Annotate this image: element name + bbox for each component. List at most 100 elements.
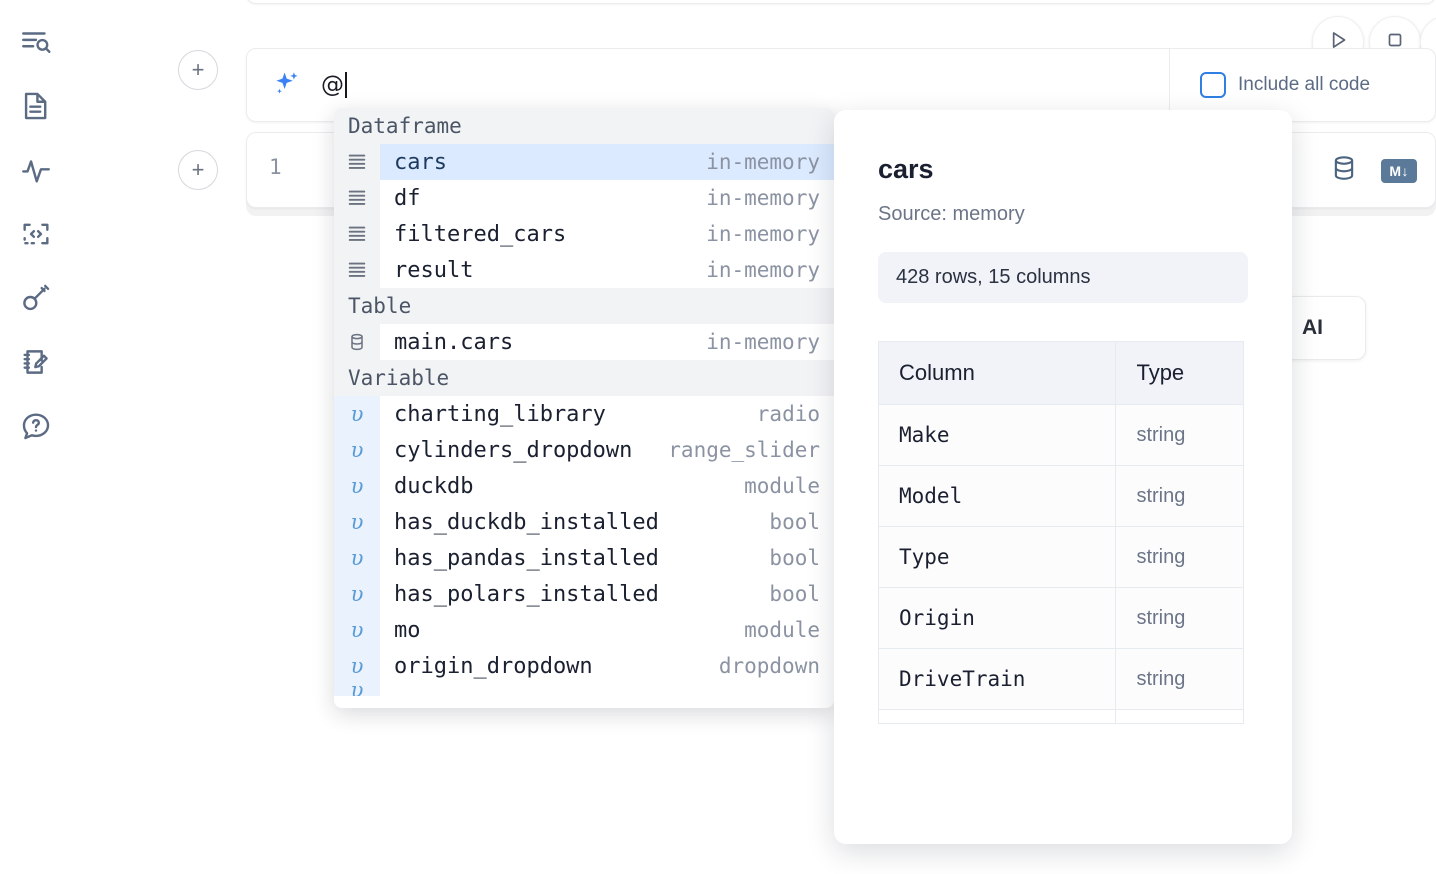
autocomplete-item-cylinders-dropdown[interactable]: υ cylinders_dropdown range_slider	[334, 432, 834, 468]
ai-prompt-value: @	[321, 72, 344, 98]
scratchpad-edit-icon	[19, 345, 53, 379]
cell-column-type: string	[1115, 648, 1244, 710]
key-secrets-icon	[19, 281, 53, 315]
autocomplete-item-mo[interactable]: υ mo module	[334, 612, 834, 648]
table-row: DriveTrain string	[877, 648, 1244, 710]
variable-icon: υ	[334, 648, 380, 684]
cell-partial	[877, 709, 1117, 724]
autocomplete-item-has-pandas-installed[interactable]: υ has_pandas_installed bool	[334, 540, 834, 576]
ai-prompt-input[interactable]: @	[321, 72, 347, 98]
table-row: Type string	[877, 526, 1244, 588]
variable-icon: υ	[334, 396, 380, 432]
variable-icon: υ	[334, 468, 380, 504]
file-document-icon	[19, 89, 53, 123]
autocomplete-item-label: has_pandas_installed	[394, 545, 659, 571]
include-all-code-area: Include all code	[1169, 49, 1435, 121]
ai-prompt-input-area[interactable]: @	[247, 49, 1169, 121]
preview-schema-table: Column Type Make string Model string Typ…	[877, 341, 1244, 724]
autocomplete-item-label: main.cars	[394, 329, 514, 355]
sidebar-rail	[0, 0, 72, 874]
sidebar-item-scratchpad[interactable]	[12, 338, 60, 386]
autocomplete-item-has-polars-installed[interactable]: υ has_polars_installed bool	[334, 576, 834, 612]
table-row: Make string	[877, 404, 1244, 466]
outline-search-icon	[19, 25, 53, 59]
autocomplete-item-charting-library[interactable]: υ charting_library radio	[334, 396, 834, 432]
autocomplete-item-filtered-cars[interactable]: filtered_cars in-memory	[334, 216, 834, 252]
database-icon[interactable]	[1329, 153, 1359, 188]
autocomplete-item-type: dropdown	[718, 654, 820, 678]
autocomplete-item-label: df	[394, 185, 421, 211]
autocomplete-item-label: mo	[394, 617, 421, 643]
dataframe-icon	[334, 180, 380, 216]
autocomplete-item-partial[interactable]: υ	[334, 684, 834, 696]
table-row: Model string	[877, 465, 1244, 527]
autocomplete-item-type: in-memory	[706, 330, 820, 354]
variable-icon: υ	[334, 504, 380, 540]
cell-column-type: string	[1115, 587, 1244, 649]
autocomplete-item-type: bool	[769, 510, 820, 534]
table-row: Origin string	[877, 587, 1244, 649]
table-header-row: Column Type	[877, 341, 1244, 405]
sidebar-item-secrets[interactable]	[12, 274, 60, 322]
autocomplete-section-header: Table	[334, 288, 834, 324]
sparkle-ai-icon	[269, 68, 303, 102]
autocomplete-item-duckdb[interactable]: υ duckdb module	[334, 468, 834, 504]
autocomplete-section-header: Variable	[334, 360, 834, 396]
variable-icon: υ	[334, 576, 380, 612]
dataframe-icon	[334, 216, 380, 252]
cell-column-name: DriveTrain	[877, 648, 1117, 710]
preview-source: Source: memory	[878, 203, 1025, 225]
autocomplete-item-label: has_polars_installed	[394, 581, 659, 607]
autocomplete-item-df[interactable]: df in-memory	[334, 180, 834, 216]
sidebar-item-files[interactable]	[12, 82, 60, 130]
autocomplete-item-origin-dropdown[interactable]: υ origin_dropdown dropdown	[334, 648, 834, 684]
preview-title: cars	[878, 154, 934, 184]
variable-icon: υ	[334, 684, 380, 696]
line-number: 1	[269, 155, 282, 179]
text-caret	[345, 72, 347, 98]
table-row-partial	[877, 709, 1244, 724]
activity-pulse-icon	[19, 153, 53, 187]
cell-column-type: string	[1115, 526, 1244, 588]
markdown-badge[interactable]: M↓	[1381, 158, 1417, 183]
autocomplete-item-label: cars	[394, 149, 447, 175]
dataframe-icon	[334, 252, 380, 288]
cell-column-name: Make	[877, 404, 1117, 466]
cell-above-partial	[246, 0, 1436, 4]
cell-column-type: string	[1115, 404, 1244, 466]
autocomplete-item-type: range_slider	[668, 438, 820, 462]
cell-toolbar: M↓	[1329, 153, 1417, 188]
header-column: Column	[877, 341, 1117, 405]
include-all-code-checkbox[interactable]	[1200, 72, 1226, 98]
cell-column-type: string	[1115, 465, 1244, 527]
code-snippets-icon	[19, 217, 53, 251]
sidebar-item-help[interactable]	[12, 402, 60, 450]
sidebar-item-outline[interactable]	[12, 18, 60, 66]
autocomplete-item-type: module	[744, 474, 820, 498]
cell-column-name: Type	[877, 526, 1117, 588]
autocomplete-item-main-cars[interactable]: main.cars in-memory	[334, 324, 834, 360]
autocomplete-section-header: Dataframe	[334, 108, 834, 144]
variable-icon: υ	[334, 432, 380, 468]
autocomplete-item-type: in-memory	[706, 222, 820, 246]
cell-column-name: Origin	[877, 587, 1117, 649]
dataframe-preview-panel: cars Source: memory 428 rows, 15 columns…	[834, 110, 1292, 844]
sidebar-item-snippets[interactable]	[12, 210, 60, 258]
header-type: Type	[1115, 341, 1244, 405]
add-cell-button-bottom[interactable]: +	[178, 150, 218, 190]
mention-autocomplete-dropdown[interactable]: Dataframe cars in-memory df in-memory	[334, 108, 834, 708]
autocomplete-item-label: has_duckdb_installed	[394, 509, 659, 535]
autocomplete-item-label: result	[394, 257, 474, 283]
variable-icon: υ	[334, 612, 380, 648]
add-cell-button-top[interactable]: +	[178, 50, 218, 90]
variable-icon: υ	[334, 540, 380, 576]
include-all-code-checkbox-row[interactable]: Include all code	[1200, 72, 1370, 98]
autocomplete-item-result[interactable]: result in-memory	[334, 252, 834, 288]
cell-column-name: Model	[877, 465, 1117, 527]
sidebar-item-activity[interactable]	[12, 146, 60, 194]
preview-stats: 428 rows, 15 columns	[878, 252, 1248, 303]
autocomplete-item-has-duckdb-installed[interactable]: υ has_duckdb_installed bool	[334, 504, 834, 540]
autocomplete-item-cars[interactable]: cars in-memory	[334, 144, 834, 180]
autocomplete-item-type: bool	[769, 582, 820, 606]
